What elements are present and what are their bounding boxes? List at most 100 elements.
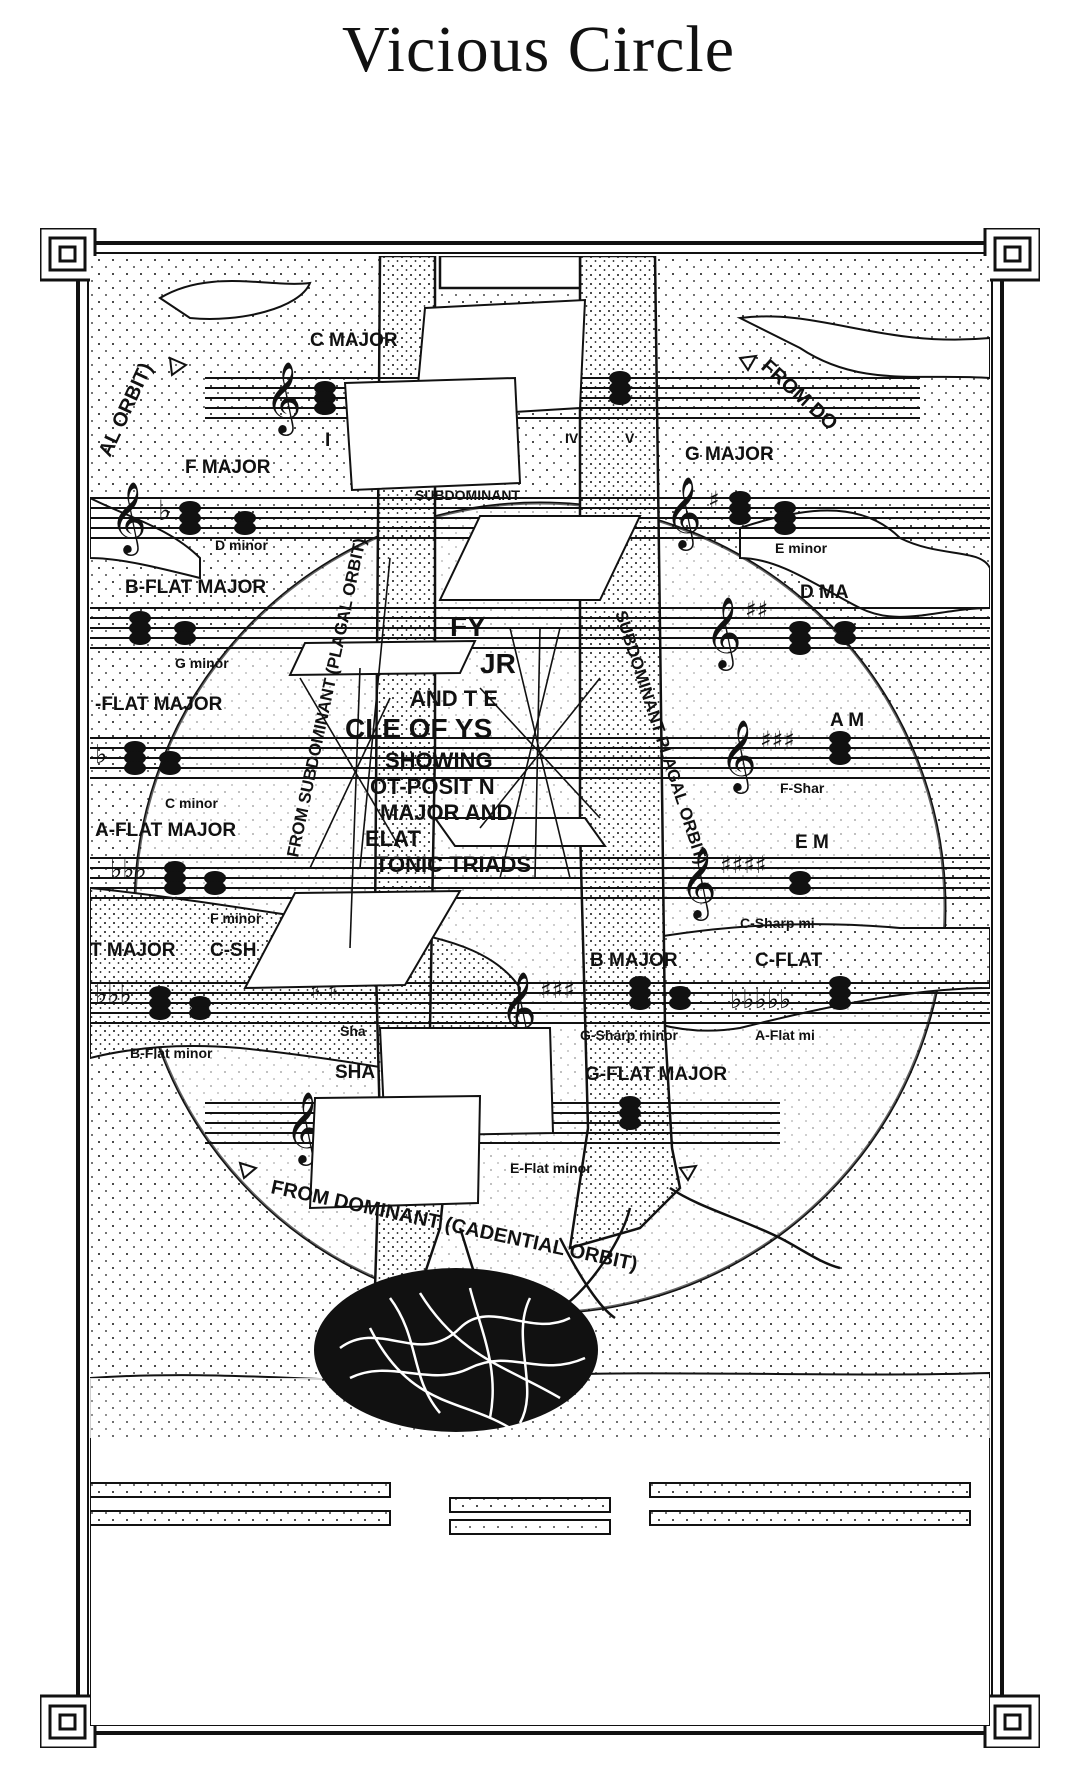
treble-clef-icon: 𝄞 — [265, 360, 302, 436]
label-e-flat-minor: E-Flat minor — [510, 1160, 592, 1176]
chord-g-sharp-minor — [669, 986, 691, 1010]
chord-e-minor — [774, 501, 796, 535]
triangle-markers — [168, 354, 758, 1182]
flat-icon: ♭ — [95, 740, 107, 770]
treble-clef-icon: 𝄞 — [680, 845, 717, 921]
sharp-icon: ♯♯♯ — [540, 976, 575, 1004]
sharp-icon: ♯ — [708, 486, 720, 514]
label-a-flat-minor: A-Flat mi — [755, 1027, 815, 1043]
roman-i: I — [325, 430, 330, 451]
white-panels — [243, 298, 642, 1210]
roman-numerals: I IV V — [325, 430, 635, 451]
roman-iv: IV — [565, 430, 579, 446]
label-f-sharp: F-Shar — [780, 780, 825, 796]
label-c-major: C MAJOR — [310, 330, 398, 351]
chord-f-major — [179, 501, 201, 535]
flat-icon: ♭♭♭ — [95, 980, 132, 1010]
key-labels: C MAJOR F MAJOR D minor B-FLAT MAJOR G m… — [90, 330, 864, 1176]
label-b-major: B MAJOR — [590, 950, 678, 971]
label-e-m: E M — [795, 832, 829, 853]
landmass-top-left — [158, 280, 312, 320]
chord-c-minor — [159, 751, 181, 775]
flat-icon: ♭ — [158, 494, 171, 527]
sharp-icon: ♯♯ — [745, 596, 768, 624]
center-text: FY JR AND T E CLE OF YS SHOWING OT-POSIT… — [345, 611, 531, 877]
center-line-4: CLE OF YS — [345, 713, 492, 744]
label-b-flat-major: B-FLAT MAJOR — [125, 577, 266, 598]
center-line-8: ELAT — [365, 826, 421, 851]
center-line-3: AND T E — [410, 686, 498, 711]
chord-d-major — [789, 621, 811, 655]
label-a-flat-major: A-FLAT MAJOR — [95, 820, 236, 841]
label-sha: SHA — [335, 1062, 375, 1083]
label-a-m: A M — [830, 710, 864, 731]
chord-a-major — [829, 731, 851, 765]
chord-g-flat-major — [619, 1096, 641, 1130]
chord-d-right — [834, 621, 856, 645]
treble-clef-icon: 𝄞 — [665, 475, 702, 551]
center-line-6: OT-POSIT N — [370, 774, 495, 799]
chord-d-minor — [234, 511, 256, 535]
triangle-marker-icon — [678, 1164, 698, 1182]
dark-egg — [314, 1268, 598, 1432]
corner-bl — [40, 1694, 97, 1748]
chord-g-minor — [174, 621, 196, 645]
corner-br — [983, 1694, 1040, 1748]
chord-e-major — [789, 871, 811, 895]
corner-tl — [40, 228, 97, 282]
label-g-flat-major: G-FLAT MAJOR — [585, 1064, 727, 1085]
chord-e-flat-major — [124, 741, 146, 775]
center-line-1: FY — [450, 611, 486, 642]
label-c-flat: C-FLAT — [755, 950, 823, 971]
chord-a-minor-top — [609, 371, 631, 405]
landmass-top-right — [736, 315, 990, 380]
treble-clef-icon: 𝄞 — [720, 718, 757, 794]
stave-aflat-e — [90, 857, 990, 899]
triangle-marker-icon — [168, 356, 189, 377]
label-e-flat-major: -FLAT MAJOR — [95, 694, 223, 715]
page-title: Vicious Circle — [341, 13, 736, 86]
chord-a-flat-major — [164, 861, 186, 895]
chord-g-major — [729, 491, 751, 525]
label-g-minor: G minor — [175, 655, 229, 671]
label-d-minor: D minor — [215, 537, 268, 553]
chord-b-flat-major — [129, 611, 151, 645]
label-f-major: F MAJOR — [185, 457, 271, 478]
label-e-minor: E minor — [775, 540, 828, 556]
chord-c-flat — [829, 976, 851, 1010]
label-f-minor: F minor — [210, 910, 262, 926]
center-line-9: TONIC TRIADS — [375, 852, 531, 877]
flat-icon: ♭♭♭ — [110, 855, 147, 885]
treble-clef-icon: 𝄞 — [110, 480, 147, 556]
radial-lines — [270, 557, 660, 949]
corner-tr — [983, 228, 1040, 282]
chords — [124, 371, 856, 1130]
label-b-flat-minor: B-Flat minor — [130, 1045, 213, 1061]
label-sh-minor: Sha — [340, 1023, 366, 1039]
triangle-marker-icon — [738, 354, 758, 372]
illustration-svg: 𝄞 𝄞 ♭ 𝄞 ♯ 𝄞 ♯♯ 𝄞 ♯♯♯ ♭ ♭♭♭ 𝄞 ♯♯♯♯ ♭♭♭ ♯ … — [40, 228, 1040, 1748]
chord-c-major — [314, 381, 336, 415]
center-line-7: MAJOR AND — [380, 800, 512, 825]
center-line-2: JR — [480, 648, 516, 679]
label-g-major: G MAJOR — [685, 444, 774, 465]
scene: 𝄞 𝄞 ♭ 𝄞 ♯ 𝄞 ♯♯ 𝄞 ♯♯♯ ♭ ♭♭♭ 𝄞 ♯♯♯♯ ♭♭♭ ♯ … — [90, 256, 990, 1726]
chord-b-flat-minor — [189, 996, 211, 1020]
chord-b-major — [629, 976, 651, 1010]
flat-icon: ♭♭♭♭♭ — [730, 985, 791, 1015]
illustration: 𝄞 𝄞 ♭ 𝄞 ♯ 𝄞 ♯♯ 𝄞 ♯♯♯ ♭ ♭♭♭ 𝄞 ♯♯♯♯ ♭♭♭ ♯ … — [40, 228, 1040, 1748]
horizon-stripes — [90, 1482, 971, 1535]
chord-d-flat-major — [149, 986, 171, 1020]
sharp-icon: ♯♯♯ — [760, 726, 795, 754]
label-d-ma: D MA — [800, 582, 849, 603]
treble-clef-icon: 𝄞 — [705, 595, 742, 671]
label-t-major: T MAJOR — [90, 940, 176, 961]
label-c-sharp-minor: C-Sharp mi — [740, 915, 815, 931]
label-subdominant: SUBDOMINANT — [415, 487, 520, 503]
ornamental-frame — [40, 228, 1040, 1748]
roman-v: V — [625, 430, 635, 446]
center-line-5: SHOWING — [385, 748, 493, 773]
tree-trunks — [373, 256, 682, 1290]
sharp-icon: ♯♯♯♯ — [720, 851, 766, 879]
label-c-minor: C minor — [165, 795, 218, 811]
